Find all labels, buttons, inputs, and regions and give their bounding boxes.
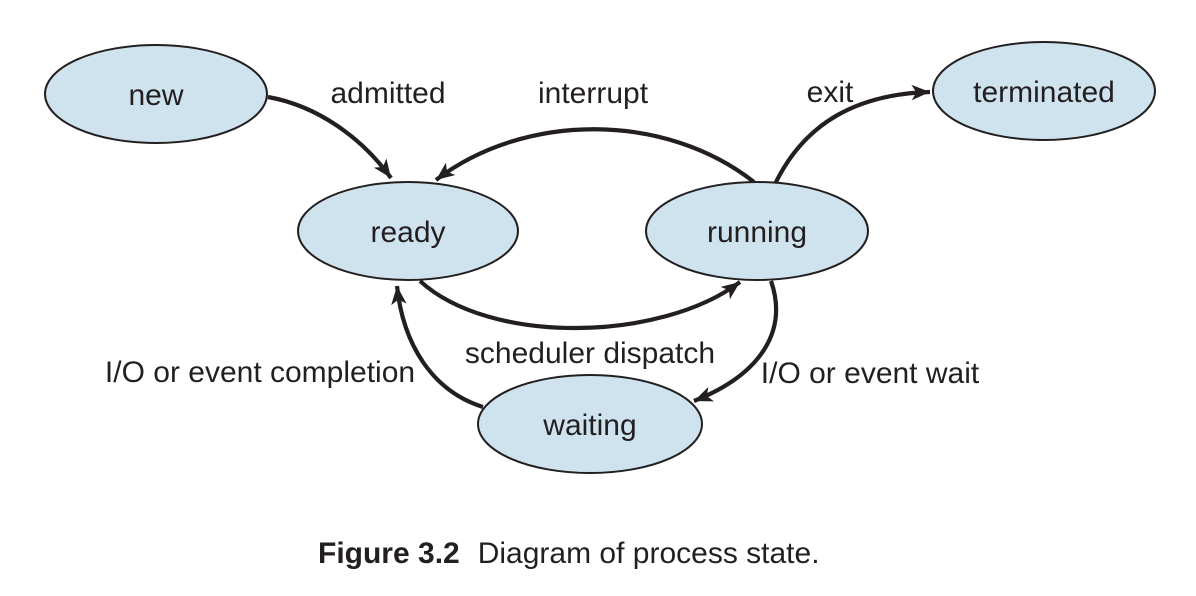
state-running-label: running — [707, 216, 807, 249]
figure-caption-text: Diagram of process state. — [477, 537, 820, 570]
edge-scheduler-dispatch — [418, 279, 742, 331]
state-waiting-label: waiting — [542, 409, 636, 442]
state-ready — [297, 181, 519, 281]
state-new — [44, 44, 268, 144]
state-terminated — [932, 41, 1156, 141]
state-new-label: new — [128, 79, 183, 112]
state-waiting — [477, 374, 703, 474]
edge-io-event-wait-label: I/O or event wait — [761, 357, 980, 390]
edge-interrupt-label: interrupt — [538, 77, 649, 110]
edge-interrupt — [434, 127, 756, 184]
edge-exit-label: exit — [807, 76, 854, 109]
edge-admitted-label: admitted — [330, 77, 445, 110]
figure-caption: Figure 3.2 Diagram of process state. — [318, 537, 820, 571]
edge-io-event-wait — [693, 280, 779, 403]
edge-admitted — [267, 94, 393, 180]
state-ready-label: ready — [370, 216, 445, 249]
edge-io-event-completion-label: I/O or event completion — [105, 356, 415, 389]
figure-number: Figure 3.2 — [318, 537, 460, 570]
edge-io-event-completion — [391, 285, 484, 410]
edge-exit — [773, 84, 931, 185]
state-running — [645, 181, 869, 281]
edge-scheduler-dispatch-label: scheduler dispatch — [465, 337, 715, 370]
state-terminated-label: terminated — [973, 76, 1115, 109]
